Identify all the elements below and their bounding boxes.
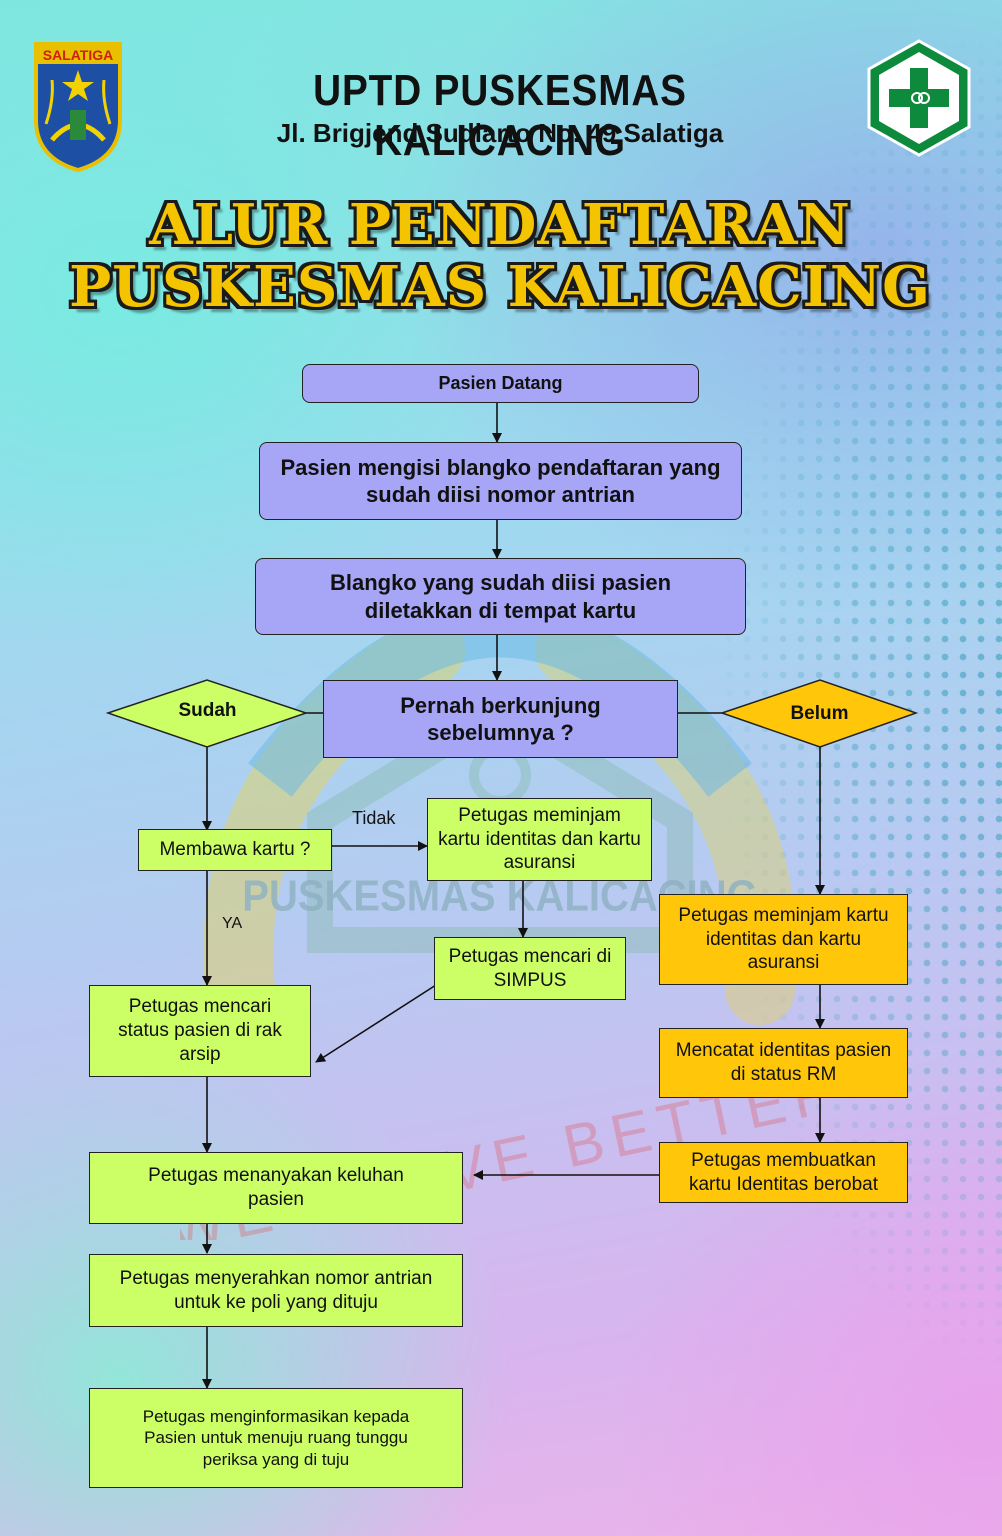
decision-sudah-label: Sudah [178, 700, 237, 721]
puskesmas-logo-icon [867, 39, 971, 157]
step-search-archive-text: Petugas mencari status pasien di rak ars… [118, 996, 282, 1065]
step-fill-form: Pasien mengisi blangko pendaftaran yang … [259, 442, 742, 520]
step-search-archive: Petugas mencari status pasien di rak ars… [89, 985, 311, 1077]
step-pasien-datang-text: Pasien Datang [438, 373, 563, 394]
step-give-queue-number: Petugas menyerahkan nomor antrian untuk … [89, 1254, 463, 1327]
step-borrow-id-left: Petugas meminjam kartu identitas dan kar… [427, 798, 652, 881]
step-give-queue-number-text: Petugas menyerahkan nomor antrian untuk … [119, 1267, 433, 1313]
label-tidak: Tidak [352, 808, 396, 828]
step-borrow-id-left-text: Petugas meminjam kartu identitas dan kar… [438, 804, 641, 874]
decision-sudah-shape [105, 679, 309, 748]
step-make-card: Petugas membuatkan kartu Identitas berob… [659, 1142, 908, 1203]
decision-belum-label: Belum [790, 703, 849, 724]
institution-address: Jl. Brigjend Sudiarto No. 49 Salatiga [276, 118, 724, 148]
step-place-form-text: Blangko yang sudah diisi pasien diletakk… [329, 570, 672, 623]
question-visited-before: Pernah berkunjung sebelumnya ? [323, 680, 678, 758]
step-ask-complaint: Petugas menanyakan keluhan pasien [89, 1152, 463, 1224]
step-place-form: Blangko yang sudah diisi pasien diletakk… [255, 558, 746, 635]
salatiga-crest-icon: SALATIGA [34, 42, 122, 172]
main-title-line-1: ALUR PENDAFTARAN [149, 192, 851, 258]
step-ask-complaint-text: Petugas menanyakan keluhan pasien [148, 1165, 404, 1210]
step-pasien-datang: Pasien Datang [302, 364, 699, 403]
decision-belum-shape [719, 679, 919, 748]
step-inform-waiting-room: Petugas menginformasikan kepada Pasien u… [89, 1388, 463, 1488]
main-title-line-2: PUSKESMAS KALICACING [69, 254, 931, 320]
question-bring-card-text: Membawa kartu ? [159, 839, 311, 861]
question-bring-card: Membawa kartu ? [138, 829, 332, 871]
step-inform-waiting-room-text: Petugas menginformasikan kepada Pasien u… [142, 1407, 410, 1469]
institution-title: UPTD PUSKESMAS KALICACING [313, 66, 687, 165]
step-record-identity-text: Mencatat identitas pasien di status RM [675, 1040, 892, 1085]
label-ya: YA [222, 915, 243, 932]
step-borrow-id-right-text: Petugas meminjam kartu identitas dan kar… [678, 904, 889, 974]
step-make-card-text: Petugas membuatkan kartu Identitas berob… [688, 1149, 879, 1195]
step-borrow-id-right: Petugas meminjam kartu identitas dan kar… [659, 894, 908, 985]
step-fill-form-text: Pasien mengisi blangko pendaftaran yang … [280, 454, 721, 508]
question-visited-before-text: Pernah berkunjung sebelumnya ? [400, 692, 601, 746]
step-search-simpus-text: Petugas mencari di SIMPUS [448, 945, 612, 991]
step-search-simpus: Petugas mencari di SIMPUS [434, 937, 626, 1000]
crest-label: SALATIGA [43, 47, 114, 63]
step-record-identity: Mencatat identitas pasien di status RM [659, 1028, 908, 1098]
